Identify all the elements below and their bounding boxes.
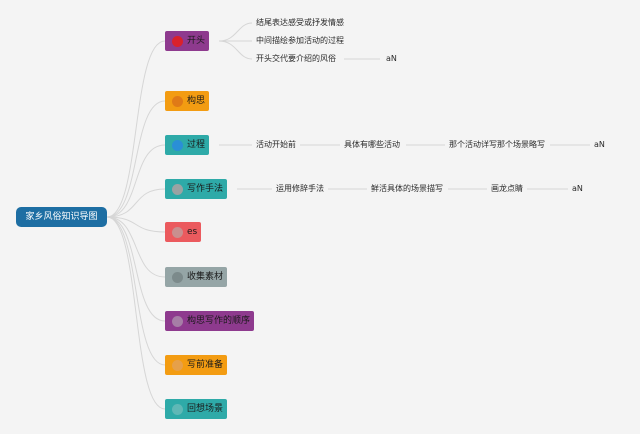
connector-root-branch-3 [106,144,166,218]
connector-root-branch-2 [106,100,166,218]
connector-opening-leaf-3 [218,40,253,60]
connector-root-branch-8 [106,216,166,366]
marker-circle-icon [172,271,183,283]
branch-label: es [187,227,198,237]
root-node[interactable]: 家乡风俗知识导图 [16,207,107,227]
branch-label: 写前准备 [187,360,224,370]
leaf-opening-start[interactable]: 开头交代要介绍的风俗 [256,54,336,63]
connector-root-branch-1 [106,40,166,218]
branch-label: 构思 [187,96,206,106]
branch-collect-materials[interactable]: 收集素材 [165,267,228,287]
branch-label: 收集素材 [187,272,224,282]
branch-recall-scene[interactable]: 回想场景 [165,399,228,419]
connector-root-branch-4 [106,188,166,218]
technique-step-1[interactable]: 运用修辞手法 [276,184,324,193]
technique-tail[interactable]: aN [572,184,583,193]
technique-step-2[interactable]: 鲜活具体的场景描写 [371,184,443,193]
branch-writing-technique[interactable]: 写作手法 [165,179,228,199]
opening-tail[interactable]: aN [386,54,397,63]
branch-writing-order[interactable]: 构思写作的顺序 [165,311,255,331]
connector-root-branch-6 [106,216,166,278]
branch-conception[interactable]: 构思 [165,91,210,111]
branch-es[interactable]: es [165,222,202,242]
branch-label: 构思写作的顺序 [187,316,251,326]
connector-root-branch-7 [106,216,166,322]
branch-label: 开头 [187,36,206,46]
branch-process[interactable]: 过程 [165,135,210,155]
branch-preparation[interactable]: 写前准备 [165,355,228,375]
branch-label: 过程 [187,140,206,150]
process-step-2[interactable]: 具体有哪些活动 [344,140,400,149]
leaf-opening-middle[interactable]: 中间描绘参加活动的过程 [256,36,344,45]
root-label: 家乡风俗知识导图 [25,212,98,222]
connector-root-branch-5 [106,216,166,233]
marker-circle-icon [172,95,183,107]
process-step-1[interactable]: 活动开始前 [256,140,296,149]
marker-circle-icon [172,226,183,238]
leaf-opening-ending[interactable]: 结尾表达感受或抒发情感 [256,18,344,27]
branch-opening[interactable]: 开头 [165,31,210,51]
connector-opening-leaf-1 [218,22,253,42]
marker-circle-icon [172,183,183,195]
marker-circle-icon [172,139,183,151]
connector-root-branch-9 [106,216,166,410]
marker-circle-icon [172,403,183,415]
process-step-3[interactable]: 那个活动详写那个场景略写 [449,140,545,149]
marker-circle-icon [172,35,183,47]
marker-circle-icon [172,359,183,371]
branch-label: 写作手法 [187,184,224,194]
branch-label: 回想场景 [187,404,224,414]
technique-step-3[interactable]: 画龙点睛 [491,184,523,193]
process-tail[interactable]: aN [594,140,605,149]
marker-circle-icon [172,315,183,327]
